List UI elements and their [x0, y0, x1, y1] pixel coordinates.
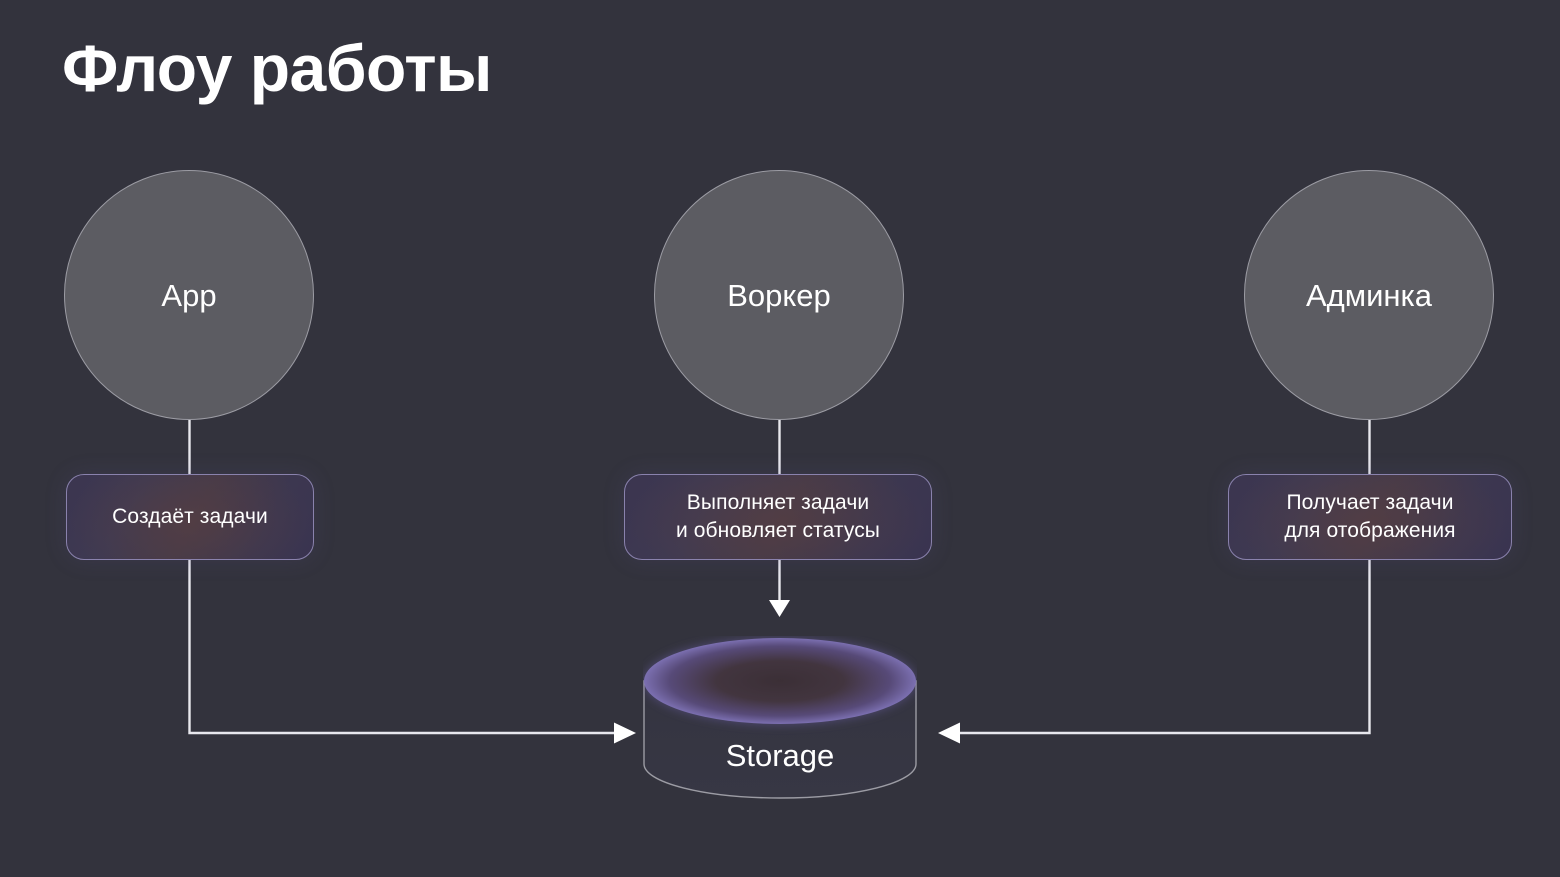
edge-label-app-text: Создаёт задачи [112, 505, 268, 529]
node-admin[interactable]: Админка [1244, 170, 1494, 420]
node-worker-label: Воркер [727, 277, 831, 313]
edge-label-worker-text: Выполняет задачи и обновляет статусы [676, 491, 880, 542]
node-admin-label: Админка [1306, 277, 1432, 313]
arrowhead-admin-to-storage [938, 722, 960, 744]
node-app[interactable]: App [64, 170, 314, 420]
node-storage[interactable]: Storage [643, 636, 917, 814]
arrowhead-app-to-storage [614, 722, 636, 744]
edge-label-admin-fetches-tasks[interactable]: Получает задачи для отображения [1228, 474, 1512, 560]
edge-label-worker-executes-tasks[interactable]: Выполняет задачи и обновляет статусы [624, 474, 932, 560]
node-worker[interactable]: Воркер [654, 170, 904, 420]
edge-label-admin-text: Получает задачи для отображения [1284, 491, 1456, 542]
node-app-label: App [161, 277, 217, 313]
edge-label-app-creates-tasks[interactable]: Создаёт задачи [66, 474, 314, 560]
connector-admin-to-storage [960, 560, 1371, 735]
connector-app-to-storage [188, 560, 614, 735]
storage-cylinder-shape [643, 638, 917, 799]
storage-label: Storage [725, 738, 835, 773]
arrowhead-worker-to-storage [769, 600, 790, 617]
page-title: Флоу работы [62, 31, 492, 105]
